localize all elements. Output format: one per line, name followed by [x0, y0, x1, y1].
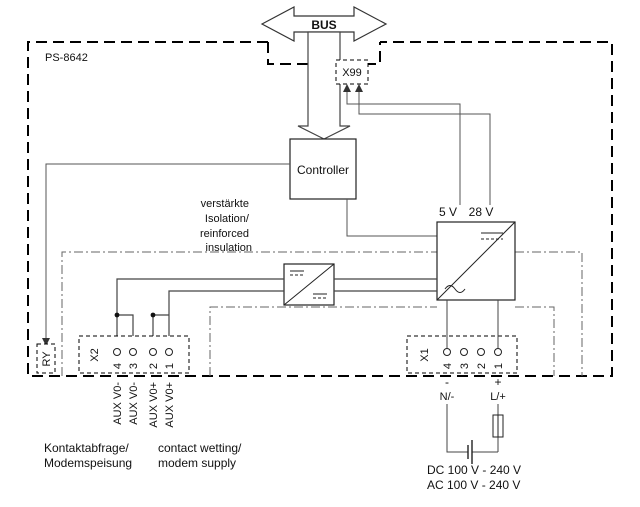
caption-de: Kontaktabfrage/ Modemspeisung: [44, 441, 132, 470]
x1-label: X1: [419, 348, 431, 361]
junction-dots: [114, 312, 156, 318]
x1-n-label: N/-: [440, 391, 455, 403]
controller-label: Controller: [297, 163, 349, 177]
x2-signal-1: AUX V0-: [112, 382, 124, 425]
fuse-symbol: [492, 414, 504, 438]
x2-signal-4: AUX V0+: [164, 382, 176, 428]
x99-supply-lines: [343, 84, 491, 205]
x2-signal-3: AUX V0+: [148, 382, 160, 428]
x1-pins: [443, 348, 502, 356]
x2-pins: [113, 348, 173, 356]
x1-minus: -: [445, 375, 449, 389]
x1-pin-3: 3: [459, 363, 471, 369]
controller-relay-line: [42, 163, 290, 346]
isolation-label: verstärkte Isolation/ reinforced insulat…: [200, 198, 252, 254]
voltage-5v-label: 5 V: [439, 205, 457, 219]
voltage-28v-label: 28 V: [469, 205, 494, 219]
bus-arrow: [260, 6, 388, 42]
x2-pin-4: 4: [112, 363, 124, 369]
x2-pin-2: 2: [148, 363, 160, 369]
x1-pin-2: 2: [476, 363, 488, 369]
battery-symbol: [467, 440, 473, 464]
x1-pin-1: 1: [493, 363, 505, 369]
dcdc-converter: [283, 263, 335, 306]
isolation-boundary: [61, 251, 583, 376]
controller-box: [289, 138, 357, 200]
x2-pin-1: 1: [164, 363, 176, 369]
caption-en: contact wetting/ modem supply: [158, 441, 245, 470]
x2-signal-2: AUX V0-: [128, 382, 140, 425]
supply-range: DC 100 V - 240 V AC 100 V - 240 V: [427, 463, 524, 492]
x1-pin-4: 4: [442, 363, 454, 369]
x1-l-label: L/+: [490, 391, 506, 403]
bus-to-controller-arrow: [297, 31, 351, 140]
x1-supply-lines: [446, 300, 499, 348]
x1-plus: +: [494, 375, 501, 389]
external-supply-wiring: [446, 404, 499, 453]
device-label: PS-8642: [45, 52, 88, 64]
bus-label: BUS: [311, 18, 336, 32]
controller-supply-line: [346, 199, 437, 237]
power-supply-converter: [436, 221, 516, 301]
relay-label: RY: [41, 351, 53, 367]
x2-pin-3: 3: [128, 363, 140, 369]
x99-connector: [335, 59, 369, 85]
x99-label: X99: [342, 67, 362, 79]
relay-box: [36, 343, 56, 374]
x2-label: X2: [89, 348, 101, 361]
